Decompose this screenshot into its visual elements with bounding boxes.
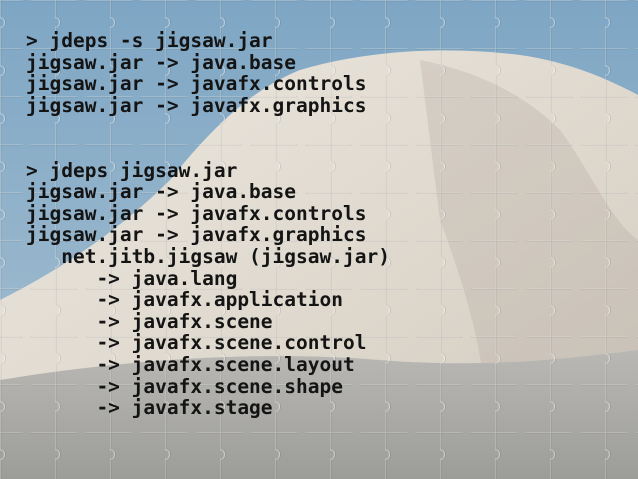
package-dependency-line: -> javafx.scene.layout — [26, 352, 355, 376]
command-line: > jdeps jigsaw.jar — [26, 158, 238, 182]
dependency-line: jigsaw.jar -> java.base — [26, 50, 297, 74]
package-dependency-line: -> javafx.application — [26, 288, 343, 312]
blank-line — [26, 138, 390, 160]
dependency-line: jigsaw.jar -> javafx.graphics — [26, 93, 367, 117]
package-dependency-line: -> javafx.scene.shape — [26, 374, 343, 398]
dependency-line: jigsaw.jar -> javafx.controls — [26, 72, 367, 96]
dependency-line: jigsaw.jar -> javafx.controls — [26, 201, 367, 225]
package-dependency-line: -> javafx.scene — [26, 309, 273, 333]
dependency-line: jigsaw.jar -> java.base — [26, 180, 297, 204]
dependency-line: jigsaw.jar -> javafx.graphics — [26, 223, 367, 247]
command-line: > jdeps -s jigsaw.jar — [26, 29, 273, 52]
blank-line — [26, 116, 390, 138]
package-dependency-line: -> javafx.stage — [26, 396, 273, 420]
package-dependency-line: -> javafx.scene.control — [26, 331, 367, 355]
package-dependency-line: -> java.lang — [26, 266, 238, 290]
package-line: net.jitb.jigsaw (jigsaw.jar) — [26, 244, 390, 268]
